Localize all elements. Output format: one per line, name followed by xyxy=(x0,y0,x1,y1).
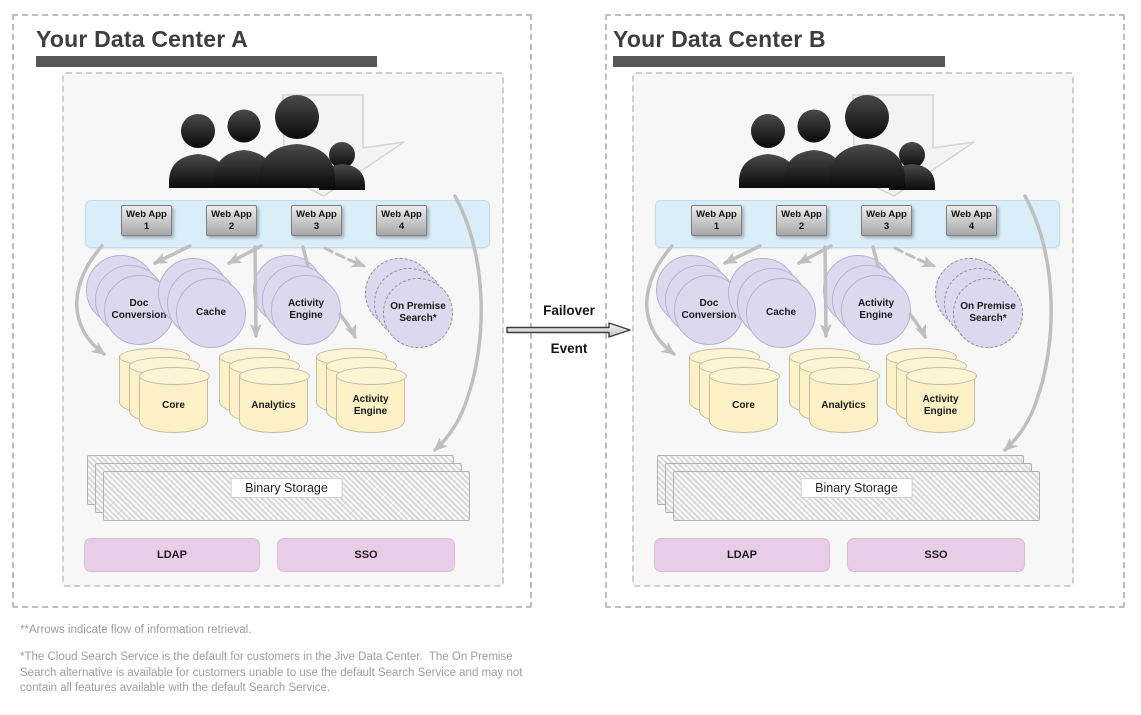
binary-storage: Binary Storage xyxy=(103,471,470,521)
ldap-box: LDAP xyxy=(84,538,260,572)
service-label: Cache xyxy=(746,278,816,348)
service-label: On Premise Search* xyxy=(953,278,1023,348)
web-app-3-box: Web App 3 xyxy=(861,205,912,236)
stack-cylinder: Analytics xyxy=(808,367,880,433)
service-on-premise-search: On Premise Search* xyxy=(365,258,475,350)
stack-cylinder: Activity Engine xyxy=(335,367,407,433)
web-app-4-box: Web App 4 xyxy=(376,205,427,236)
binary-storage-label: Binary Storage xyxy=(800,478,913,498)
service-activity-engine: Activity Engine xyxy=(253,255,363,347)
ldap-box: LDAP xyxy=(654,538,830,572)
web-app-2-box: Web App 2 xyxy=(206,205,257,236)
service-label: Cache xyxy=(176,278,246,348)
stack-cylinder: Core xyxy=(708,367,780,433)
datacenter-dashed-border xyxy=(12,14,532,608)
service-label: Activity Engine xyxy=(271,275,341,345)
database-activity-engine: Activity Engine xyxy=(885,348,998,452)
service-cache: Cache xyxy=(158,258,268,350)
title-underline-bar xyxy=(36,56,377,67)
footnote-arrows: **Arrows indicate flow of information re… xyxy=(20,624,252,636)
database-core: Core xyxy=(688,348,801,452)
datacenter-a: Your Data Center A Web App 1 Web App 2 W… xyxy=(12,14,532,608)
database-label: Analytics xyxy=(251,399,296,411)
database-analytics: Analytics xyxy=(218,348,331,452)
database-analytics: Analytics xyxy=(788,348,901,452)
web-app-3-box: Web App 3 xyxy=(291,205,342,236)
datacenter-content: Web App 1 Web App 2 Web App 3 Web App 4 … xyxy=(582,14,1125,608)
web-app-2-box: Web App 2 xyxy=(776,205,827,236)
footnote-search: *The Cloud Search Service is the default… xyxy=(20,651,526,695)
failover-event: Failover Event xyxy=(505,303,633,356)
title-underline-bar xyxy=(613,56,945,67)
datacenter-dashed-border xyxy=(605,14,1125,608)
stack-cylinder: Activity Engine xyxy=(905,367,977,433)
datacenter-title: Your Data Center B xyxy=(613,26,826,52)
service-activity-engine: Activity Engine xyxy=(823,255,933,347)
sso-box: SSO xyxy=(277,538,455,572)
sso-box: SSO xyxy=(847,538,1025,572)
service-cache: Cache xyxy=(728,258,838,350)
database-core: Core xyxy=(118,348,231,452)
stack-cylinder: Analytics xyxy=(238,367,310,433)
datacenter-b: Your Data Center B Web App 1 Web App 2 W… xyxy=(605,14,1125,608)
datacenter-content: Web App 1 Web App 2 Web App 3 Web App 4 … xyxy=(12,14,532,608)
database-label: Analytics xyxy=(821,399,866,411)
failover-label-bottom: Event xyxy=(550,341,588,356)
database-label: Activity Engine xyxy=(922,393,959,417)
database-label: Core xyxy=(732,399,755,411)
failover-label-top: Failover xyxy=(543,303,595,318)
web-app-1-box: Web App 1 xyxy=(121,205,172,236)
database-activity-engine: Activity Engine xyxy=(315,348,428,452)
service-label: On Premise Search* xyxy=(383,278,453,348)
service-label: Activity Engine xyxy=(841,275,911,345)
failover-arrow-icon xyxy=(506,322,631,338)
database-label: Activity Engine xyxy=(352,393,389,417)
stack-cylinder: Core xyxy=(138,367,210,433)
web-app-1-box: Web App 1 xyxy=(691,205,742,236)
binary-storage: Binary Storage xyxy=(673,471,1040,521)
database-label: Core xyxy=(162,399,185,411)
datacenter-title: Your Data Center A xyxy=(36,26,248,52)
service-on-premise-search: On Premise Search* xyxy=(935,258,1045,350)
binary-storage-label: Binary Storage xyxy=(230,478,343,498)
web-app-4-box: Web App 4 xyxy=(946,205,997,236)
